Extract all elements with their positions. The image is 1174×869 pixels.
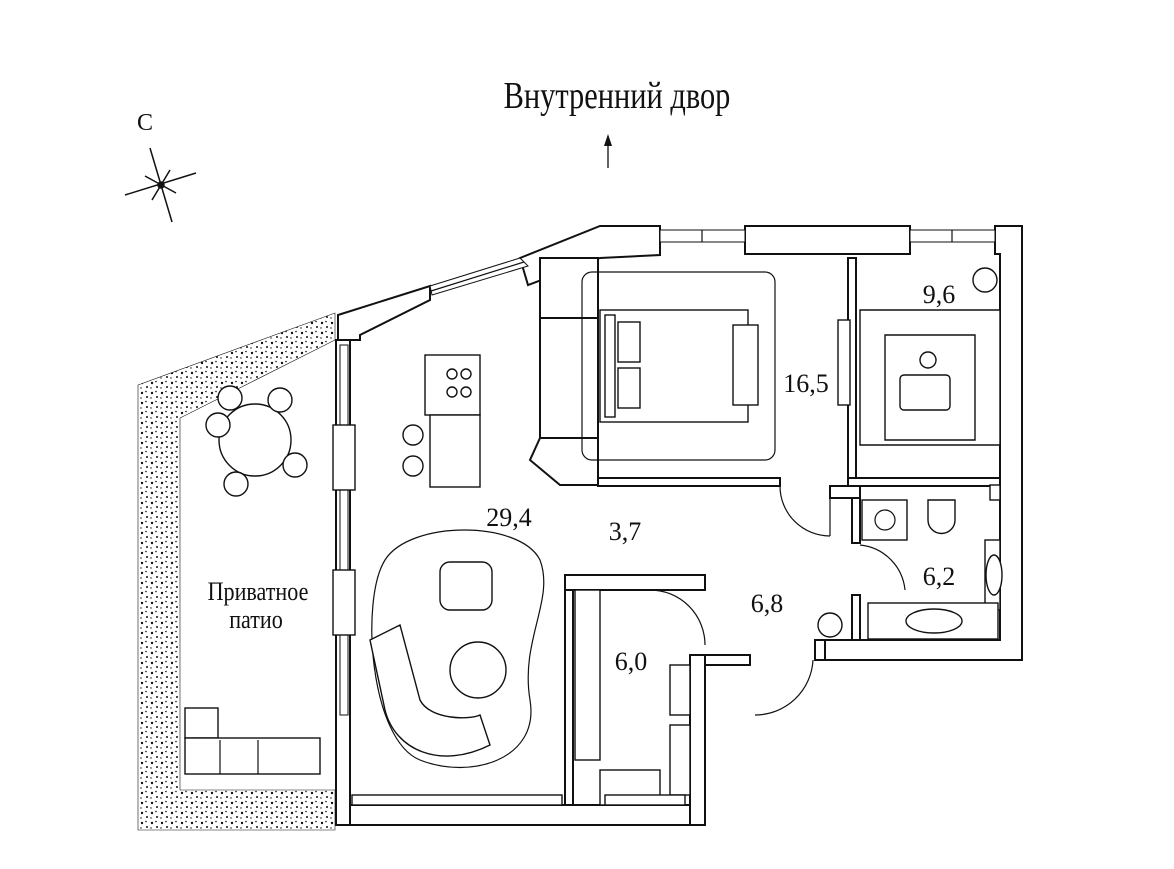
- room-area-bedroom: 16,5: [783, 369, 829, 398]
- room-area-storage: 6,0: [615, 647, 648, 676]
- room-area-bathroom: 6,2: [923, 562, 956, 591]
- compass-north-label: С: [137, 110, 153, 136]
- room-area-hall: 6,8: [751, 589, 784, 618]
- living-furniture: [369, 529, 545, 768]
- courtyard-title: Внутренний двор: [504, 75, 731, 117]
- compass-star-icon: [124, 147, 197, 223]
- interior-walls: [528, 257, 1001, 806]
- bathroom-fixtures: [861, 484, 1003, 640]
- windows: [332, 229, 996, 716]
- room-area-living: 29,4: [486, 503, 532, 532]
- room-area-wardrobe: 9,6: [923, 280, 956, 309]
- patio-sofa: [184, 707, 321, 775]
- bedroom-furniture: [581, 271, 776, 461]
- arrow-up-icon: [604, 134, 612, 168]
- wardrobe-furniture: [837, 267, 1001, 446]
- hall-furniture: [351, 589, 843, 806]
- patio-hedge: [137, 312, 336, 831]
- kitchen-island: [402, 354, 481, 488]
- patio-dining-set: [205, 385, 308, 497]
- room-area-corridor: 3,7: [609, 517, 642, 546]
- patio-label-line2: патио: [229, 606, 283, 634]
- patio-label-line1: Приватное: [208, 578, 309, 606]
